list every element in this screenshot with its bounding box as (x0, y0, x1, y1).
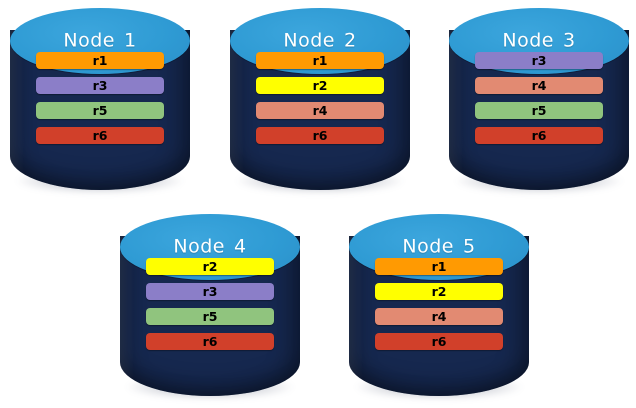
node-title-word: Node (173, 235, 225, 258)
replica-bar[interactable]: r1 (36, 52, 164, 69)
node-title-number: 4 (234, 235, 247, 258)
replica-bar[interactable]: r6 (375, 333, 503, 350)
replica-bar[interactable]: r2 (146, 258, 274, 275)
node-title: Node 2 (230, 30, 410, 52)
node-title: Node 4 (120, 236, 300, 258)
replica-bar[interactable]: r6 (475, 127, 603, 144)
replica-list: r1 r3 r5 r6 (10, 52, 190, 144)
replica-bar[interactable]: r4 (375, 308, 503, 325)
node-title-number: 5 (463, 235, 476, 258)
replica-bar[interactable]: r3 (36, 77, 164, 94)
replica-list: r1 r2 r4 r6 (230, 52, 410, 144)
node-title-word: Node (402, 235, 454, 258)
replica-list: r1 r2 r4 r6 (349, 258, 529, 350)
replica-bar[interactable]: r1 (256, 52, 384, 69)
replica-bar[interactable]: r4 (256, 102, 384, 119)
replica-bar[interactable]: r3 (146, 283, 274, 300)
replica-list: r2 r3 r5 r6 (120, 258, 300, 350)
replica-bar[interactable]: r6 (36, 127, 164, 144)
replica-bar[interactable]: r6 (256, 127, 384, 144)
replica-bar[interactable]: r4 (475, 77, 603, 94)
node-title: Node 1 (10, 30, 190, 52)
node-title-number: 3 (563, 29, 576, 52)
replica-bar[interactable]: r5 (475, 102, 603, 119)
replica-bar[interactable]: r2 (375, 283, 503, 300)
replica-bar[interactable]: r5 (36, 102, 164, 119)
replica-bar[interactable]: r2 (256, 77, 384, 94)
replica-list: r3 r4 r5 r6 (449, 52, 629, 144)
replica-bar[interactable]: r5 (146, 308, 274, 325)
node-title: Node 5 (349, 236, 529, 258)
replica-bar[interactable]: r3 (475, 52, 603, 69)
node-title: Node 3 (449, 30, 629, 52)
replica-bar[interactable]: r1 (375, 258, 503, 275)
replica-bar[interactable]: r6 (146, 333, 274, 350)
node-title-number: 2 (344, 29, 357, 52)
node-title-word: Node (63, 29, 115, 52)
node-title-word: Node (502, 29, 554, 52)
node-title-word: Node (283, 29, 335, 52)
node-title-number: 1 (124, 29, 137, 52)
